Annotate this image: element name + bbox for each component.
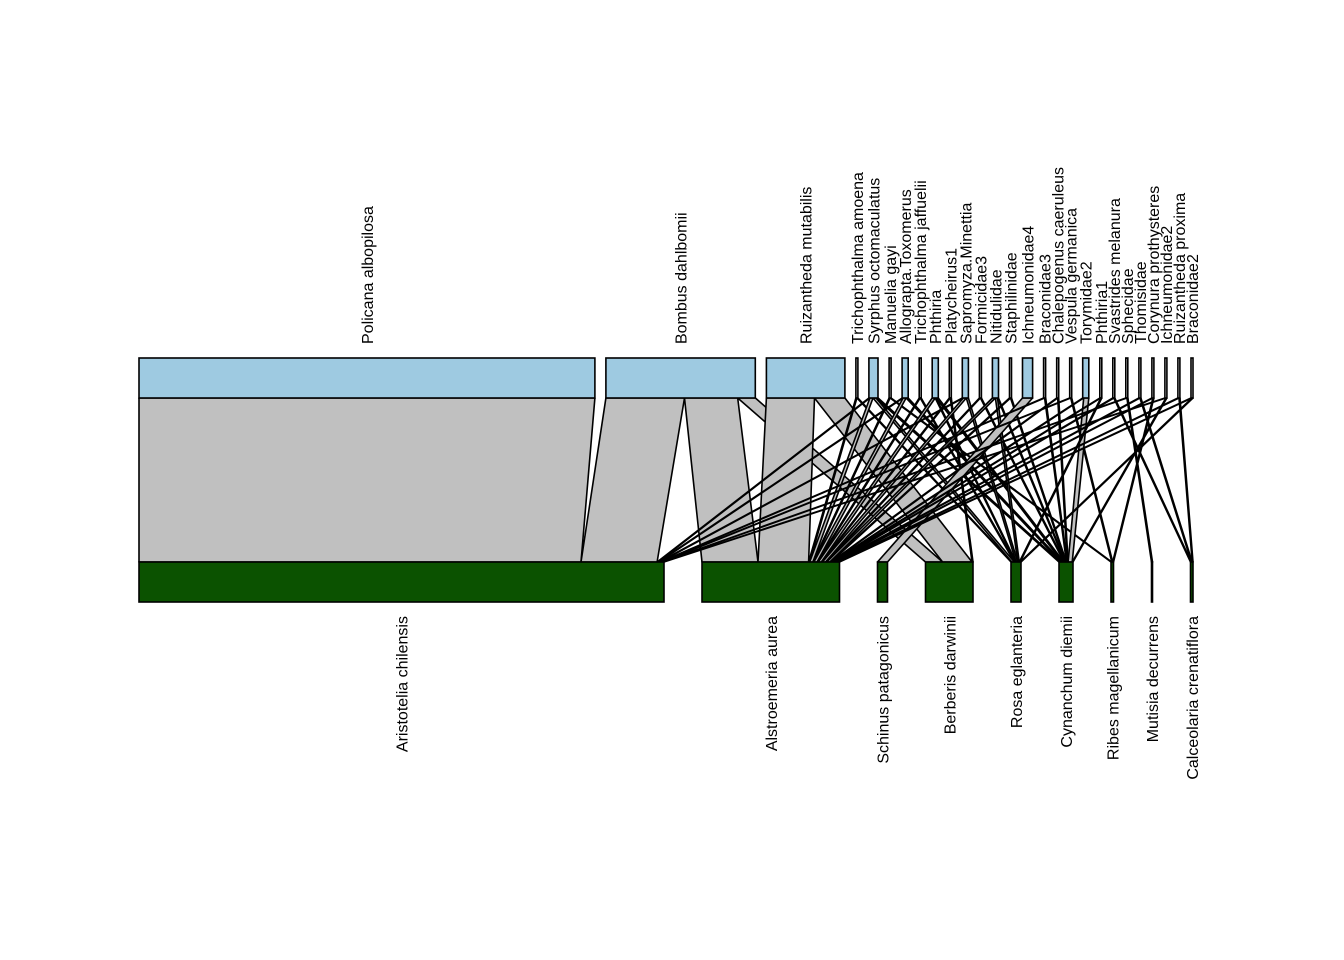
higher-box-platycheirus1 — [948, 357, 953, 399]
lower-label-rosa-eglanteria: Rosa eglanteria — [1009, 616, 1026, 728]
higher-box-trichophthalma-amoena — [855, 357, 859, 399]
higher-label-braconidae3: Braconidae3 — [1038, 254, 1055, 344]
higher-box-ichneumonidae2 — [1164, 357, 1168, 399]
higher-label-ruizantheda-proxima: Ruizantheda proxima — [1172, 193, 1189, 344]
lower-label-calceolaria-crenatiflora: Calceolaria crenatiflora — [1185, 616, 1202, 780]
link-policana-albopilosa-to-aristotelia-chilensis — [138, 397, 596, 563]
higher-box-manuelia-gayi — [888, 357, 892, 399]
higher-label-thomisidae: Thomisidae — [1133, 261, 1150, 344]
lower-box-schinus-patagonicus — [876, 561, 889, 603]
higher-box-phthiria1 — [1099, 357, 1103, 399]
lower-box-berberis-darwinii — [924, 561, 974, 603]
higher-label-ichneumonidae2: Ichneumonidae2 — [1159, 226, 1176, 344]
higher-label-vespula-germanica: Vespula germanica — [1064, 208, 1081, 344]
lower-box-mutisia-decurrens — [1150, 561, 1154, 603]
lower-box-aristotelia-chilensis — [138, 561, 665, 603]
higher-box-ruizantheda-mutabilis — [765, 357, 846, 399]
lower-box-ribes-magellanicum — [1110, 561, 1115, 603]
interaction-links — [138, 397, 1194, 563]
higher-label-nitidulidae: Nitidulidae — [988, 269, 1005, 344]
link-ruizantheda-mutabilis-to-alstroemeria-aurea — [757, 397, 816, 563]
higher-box-sapromyza-minettia — [961, 357, 970, 399]
higher-label-phthiria1: Phthiria1 — [1094, 281, 1111, 344]
higher-box-bombus-dahlbomii — [605, 357, 757, 399]
higher-label-sphecidae: Sphecidae — [1120, 268, 1137, 344]
lower-label-cynanchum-diemii: Cynanchum diemii — [1059, 616, 1076, 748]
higher-box-braconidae3 — [1042, 357, 1047, 399]
higher-box-trichophthalma-jaffuelii — [918, 357, 923, 399]
higher-box-policana-albopilosa — [138, 357, 596, 399]
higher-label-torymidae2: Torymidae2 — [1079, 261, 1096, 344]
higher-box-ruizantheda-proxima — [1177, 357, 1181, 399]
lower-level-boxes — [138, 561, 1194, 603]
higher-box-staphilinidae — [1008, 357, 1013, 399]
higher-box-formicidae3 — [978, 357, 983, 399]
lower-label-aristotelia-chilensis: Aristotelia chilensis — [395, 616, 412, 752]
lower-box-rosa-eglanteria — [1010, 561, 1022, 603]
higher-box-syrphus-octomaculatus — [868, 357, 879, 399]
higher-label-ichneumonidae4: Ichneumonidae4 — [1021, 226, 1038, 344]
lower-box-cynanchum-diemii — [1058, 561, 1074, 603]
higher-label-policana-albopilosa: Policana albopilosa — [360, 206, 377, 344]
lower-box-alstroemeria-aurea — [701, 561, 841, 603]
higher-label-syrphus-octomaculatus: Syrphus octomaculatus — [867, 178, 884, 344]
lower-label-ribes-magellanicum: Ribes magellanicum — [1105, 616, 1122, 760]
higher-label-braconidae2: Braconidae2 — [1185, 254, 1202, 344]
higher-box-svastrides-melanura — [1112, 357, 1116, 399]
higher-box-sphecidae — [1125, 357, 1129, 399]
higher-label-trichophthalma-amoena: Trichophthalma amoena — [850, 172, 867, 344]
higher-box-thomisidae — [1138, 357, 1142, 399]
lower-box-calceolaria-crenatiflora — [1189, 561, 1194, 603]
higher-box-chalepogenus-caeruleus — [1055, 357, 1060, 399]
lower-label-schinus-patagonicus: Schinus patagonicus — [876, 616, 893, 764]
lower-label-berberis-darwinii: Berberis darwinii — [942, 616, 959, 734]
higher-level-boxes — [138, 357, 1194, 399]
higher-label-platycheirus1: Platycheirus1 — [943, 248, 960, 344]
species-labels: Policana albopilosa Bombus dahlbomii Ruiza… — [360, 167, 1202, 780]
higher-box-corynura-prothysteres — [1151, 357, 1155, 399]
lower-label-mutisia-decurrens: Mutisia decurrens — [1145, 616, 1162, 742]
higher-box-nitidulidae — [991, 357, 1000, 399]
link-ruizantheda-proxima-to-calceolaria-crenatiflora — [1178, 397, 1194, 563]
higher-label-manuelia-gayi: Manuelia gayi — [883, 245, 900, 344]
higher-label-allograpta-toxomerus: Allograpta.Toxomerus — [898, 189, 915, 344]
higher-box-torymidae2 — [1081, 357, 1090, 399]
higher-box-vespula-germanica — [1068, 357, 1073, 399]
higher-label-phthiria: Phthiria — [928, 290, 945, 344]
higher-box-ichneumonidae4 — [1021, 357, 1034, 399]
higher-label-corynura-prothysteres: Corynura prothysteres — [1146, 186, 1163, 344]
higher-label-ruizantheda-mutabilis: Ruizantheda mutabilis — [799, 187, 816, 344]
link-bombus-dahlbomii-to-aristotelia-chilensis — [580, 397, 686, 563]
higher-box-allograpta-toxomerus — [901, 357, 909, 399]
higher-label-trichophthalma-jaffuelii: Trichophthalma jaffuelii — [913, 180, 930, 344]
higher-label-bombus-dahlbomii: Bombus dahlbomii — [674, 212, 691, 344]
higher-box-phthiria — [931, 357, 940, 399]
higher-label-staphilinidae: Staphilinidae — [1004, 252, 1021, 344]
higher-label-svastrides-melanura: Svastrides melanura — [1107, 198, 1124, 344]
higher-label-chalepogenus-caeruleus: Chalepogenus caeruleus — [1051, 167, 1068, 344]
lower-label-alstroemeria-aurea: Alstroemeria aurea — [764, 616, 781, 751]
higher-label-sapromyza-minettia: Sapromyza.Minettia — [958, 203, 975, 344]
higher-label-formicidae3: Formicidae3 — [973, 256, 990, 344]
higher-box-braconidae2 — [1190, 357, 1194, 399]
